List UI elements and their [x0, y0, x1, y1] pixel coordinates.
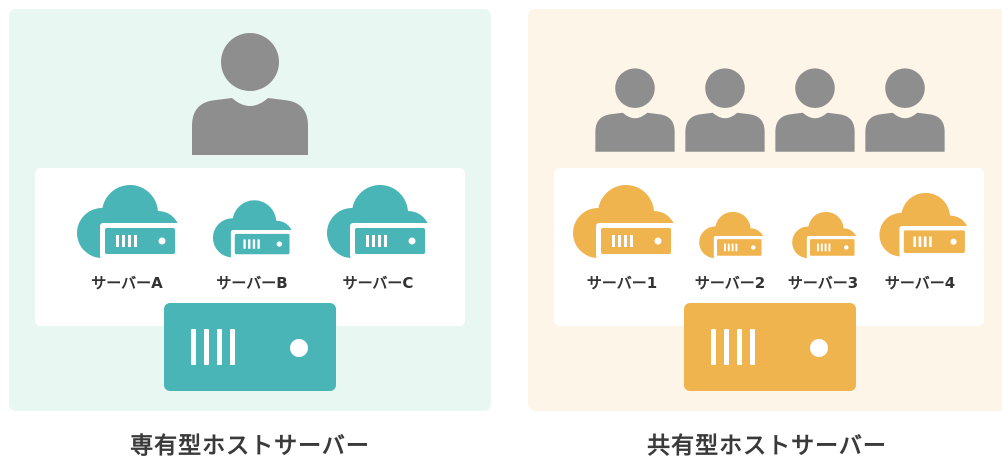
cloud-server-icon	[792, 211, 858, 259]
cloud-server-icon	[699, 211, 765, 259]
user-icon	[192, 33, 308, 155]
user-icon	[865, 68, 945, 152]
server-label: サーバー4	[884, 274, 956, 292]
cloud-server-icon	[327, 185, 430, 259]
cloud-server-icon	[879, 192, 970, 258]
cloud-server-icon	[212, 200, 294, 259]
user-icon	[595, 68, 675, 152]
server-label: サーバーA	[91, 274, 163, 292]
cloud-server-icon	[573, 185, 676, 259]
server-label: サーバーC	[342, 274, 414, 292]
dedicated-host-title: 専有型ホストサーバー	[130, 433, 370, 459]
user-icon	[775, 68, 855, 152]
server-icon	[164, 303, 336, 391]
server-label: サーバー2	[694, 274, 766, 292]
server-label: サーバー1	[586, 274, 658, 292]
server-label: サーバー3	[787, 274, 859, 292]
server-icon	[684, 303, 856, 391]
server-label: サーバーB	[216, 274, 288, 292]
cloud-server-icon	[77, 185, 180, 259]
shared-host-title: 共有型ホストサーバー	[647, 433, 887, 459]
user-icon	[685, 68, 765, 152]
